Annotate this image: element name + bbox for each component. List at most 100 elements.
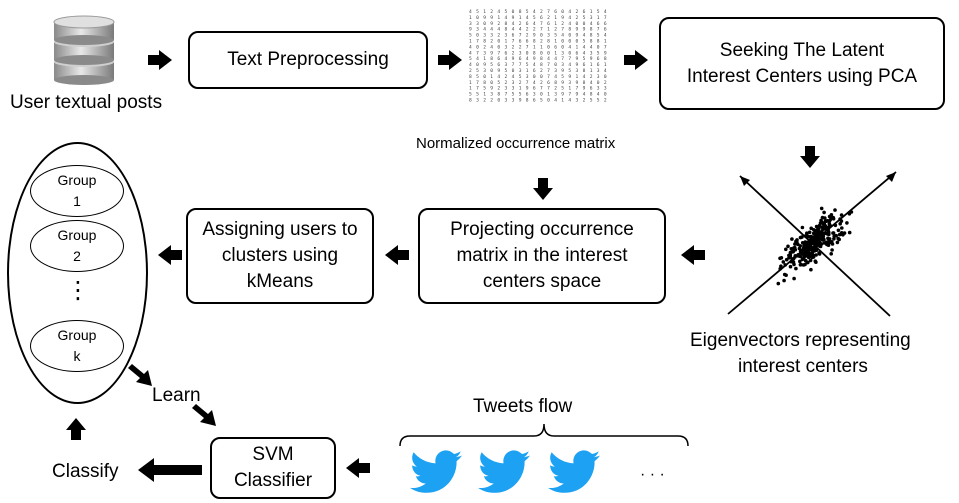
- svg-text:2: 2: [490, 9, 493, 15]
- svg-text:4: 4: [512, 21, 515, 27]
- scatter-point: [849, 210, 854, 214]
- svg-text:2: 2: [540, 39, 543, 45]
- group-k-id: k: [73, 348, 81, 364]
- svg-text:1: 1: [554, 15, 557, 21]
- svg-text:9: 9: [583, 86, 586, 92]
- svg-text:1: 1: [469, 80, 472, 86]
- svg-text:2: 2: [483, 98, 486, 104]
- svg-text:4: 4: [568, 44, 571, 50]
- scatter-point: [811, 241, 816, 245]
- svg-text:5: 5: [490, 62, 493, 68]
- arrow-down-icon: [533, 178, 553, 200]
- arrow-down-icon: [800, 146, 820, 168]
- svg-text:5: 5: [483, 86, 486, 92]
- scatter-point: [809, 226, 813, 231]
- scatter-point: [793, 242, 797, 246]
- svg-text:0: 0: [490, 68, 493, 74]
- svg-text:3: 3: [490, 33, 493, 39]
- scatter-point: [800, 241, 805, 245]
- svg-text:4: 4: [533, 80, 536, 86]
- svg-text:0: 0: [497, 39, 500, 45]
- scatter-point: [830, 248, 834, 252]
- scatter-point: [793, 254, 798, 258]
- scatter-point: [809, 267, 813, 272]
- svg-text:0: 0: [561, 39, 564, 45]
- svg-text:5: 5: [526, 9, 529, 15]
- projecting-line-3: centers space: [482, 271, 602, 292]
- svg-text:7: 7: [512, 39, 515, 45]
- scatter-point: [826, 231, 831, 236]
- svg-text:0: 0: [540, 92, 543, 98]
- svg-text:0: 0: [476, 62, 479, 68]
- svg-text:6: 6: [533, 98, 536, 104]
- scatter-point: [831, 231, 835, 235]
- svg-text:8: 8: [540, 56, 543, 62]
- svg-text:9: 9: [576, 92, 579, 98]
- svg-text:9: 9: [512, 56, 515, 62]
- svg-text:0: 0: [526, 50, 529, 56]
- svg-text:3: 3: [476, 27, 479, 33]
- svg-text:0: 0: [561, 9, 564, 15]
- svg-text:1: 1: [597, 15, 600, 21]
- scatter-point: [778, 267, 782, 271]
- group-2: Group 2: [30, 220, 124, 272]
- svg-text:0: 0: [576, 21, 579, 27]
- svg-text:1: 1: [469, 15, 472, 21]
- svg-text:1: 1: [490, 74, 493, 80]
- svg-text:6: 6: [547, 21, 550, 27]
- svg-text:7: 7: [476, 39, 479, 45]
- scatter-point: [817, 223, 822, 228]
- svg-text:9: 9: [526, 86, 529, 92]
- text-preprocessing-label: Text Preprocessing: [227, 49, 389, 70]
- svg-text:5: 5: [476, 9, 479, 15]
- svg-text:9: 9: [561, 68, 564, 74]
- svg-text:7: 7: [547, 9, 550, 15]
- svg-text:5: 5: [583, 56, 586, 62]
- svg-text:3: 3: [547, 33, 550, 39]
- scatter-point: [833, 223, 838, 228]
- svg-text:5: 5: [519, 92, 522, 98]
- scatter-point: [839, 213, 844, 217]
- svg-text:7: 7: [519, 33, 522, 39]
- svg-text:2: 2: [540, 9, 543, 15]
- scatter-point: [839, 231, 844, 235]
- scatter-point: [840, 226, 844, 230]
- svg-text:2: 2: [590, 74, 593, 80]
- svg-text:5: 5: [597, 33, 600, 39]
- svg-text:8: 8: [583, 68, 586, 74]
- matrix-label: Normalized occurrence matrix: [416, 135, 616, 152]
- svg-text:2: 2: [547, 15, 550, 21]
- svg-text:2: 2: [540, 80, 543, 86]
- svg-text:5: 5: [512, 92, 515, 98]
- svg-text:3: 3: [597, 86, 600, 92]
- svg-text:6: 6: [554, 44, 557, 50]
- svg-text:4: 4: [590, 21, 593, 27]
- projecting-box: Projecting occurrence matrix in the inte…: [418, 208, 666, 304]
- scatter-point: [812, 249, 817, 253]
- svg-text:4: 4: [583, 50, 586, 56]
- svg-text:8: 8: [505, 21, 508, 27]
- svg-text:9: 9: [561, 15, 564, 21]
- scatter-point: [819, 206, 824, 211]
- svg-text:3: 3: [476, 98, 479, 104]
- svg-text:4: 4: [519, 27, 522, 33]
- scatter-point: [781, 260, 786, 264]
- tweets-flow-label: Tweets flow: [473, 396, 573, 417]
- svg-text:2: 2: [554, 27, 557, 33]
- svg-text:2: 2: [483, 44, 486, 50]
- svg-text:3: 3: [512, 86, 515, 92]
- svg-text:1: 1: [540, 44, 543, 50]
- group-2-id: 2: [73, 248, 81, 264]
- svg-text:1: 1: [576, 44, 579, 50]
- svg-text:0: 0: [554, 62, 557, 68]
- svg-text:4: 4: [554, 74, 557, 80]
- scatter-point: [811, 235, 815, 239]
- svg-text:3: 3: [597, 68, 600, 74]
- svg-text:1: 1: [519, 15, 522, 21]
- svg-text:3: 3: [512, 98, 515, 104]
- svg-text:1: 1: [483, 92, 486, 98]
- svg-text:9: 9: [469, 27, 472, 33]
- scatter-point: [811, 245, 815, 250]
- svg-text:9: 9: [483, 15, 486, 21]
- group-1: Group 1: [30, 165, 124, 217]
